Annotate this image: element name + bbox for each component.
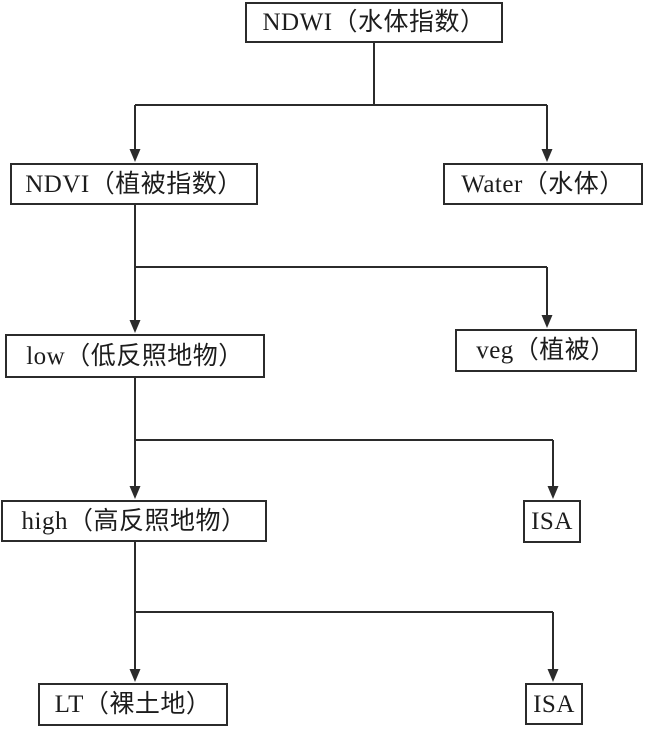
node-high: high（高反照地物） xyxy=(1,500,267,542)
node-isa-upper: ISA xyxy=(523,500,581,543)
arrowhead-to-high xyxy=(129,486,141,499)
node-ndvi-label: NDVI（植被指数） xyxy=(25,170,243,198)
node-water-label: Water（水体） xyxy=(461,170,625,198)
node-ndwi-label: NDWI（水体指数） xyxy=(262,9,486,36)
edges-from-low xyxy=(129,378,559,499)
node-isa-lower: ISA xyxy=(525,683,583,725)
edges-from-high xyxy=(129,542,559,682)
node-isa-lower-label: ISA xyxy=(533,690,575,718)
node-high-label: high（高反照地物） xyxy=(21,507,247,535)
node-ndvi: NDVI（植被指数） xyxy=(10,163,258,205)
node-ndwi: NDWI（水体指数） xyxy=(245,2,503,43)
edges-from-ndvi xyxy=(129,205,553,333)
node-isa-upper-label: ISA xyxy=(531,508,573,535)
arrowhead-to-water xyxy=(541,149,553,162)
arrowhead-to-isa-lower xyxy=(547,669,559,682)
node-water: Water（水体） xyxy=(443,163,643,205)
node-low-label: low（低反照地物） xyxy=(26,342,244,370)
node-veg: veg（植被） xyxy=(455,329,637,372)
arrowhead-to-lt xyxy=(129,669,141,682)
node-lt-label: LT（裸土地） xyxy=(54,691,212,718)
edges-from-ndwi xyxy=(129,43,553,162)
node-low: low（低反照地物） xyxy=(5,334,265,378)
node-lt: LT（裸土地） xyxy=(38,683,228,726)
arrowhead-to-isa-upper xyxy=(547,486,559,499)
arrowhead-to-ndvi xyxy=(129,149,141,162)
node-veg-label: veg（植被） xyxy=(476,337,616,364)
arrowhead-to-low xyxy=(129,320,141,333)
arrowhead-to-veg xyxy=(541,315,553,328)
